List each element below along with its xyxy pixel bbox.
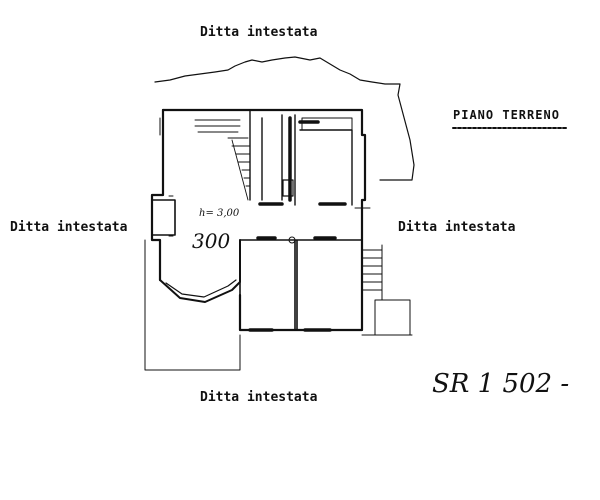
height-note: h= 3,00: [199, 208, 240, 219]
outer-wall-left: [150, 108, 165, 282]
right-boundary: [361, 299, 413, 336]
partition-2: [249, 109, 353, 206]
plan-title: PIANO TERRENO: [453, 108, 560, 122]
partition-1: [239, 239, 363, 331]
window-marks: [159, 117, 371, 237]
kitchen-fixture: [301, 117, 353, 131]
terrain-line: [154, 56, 415, 181]
chimney: [282, 179, 294, 197]
label-top: Ditta intestata: [200, 25, 318, 40]
sheet-code: SR 1 502 -: [432, 369, 569, 399]
column-mark: [288, 236, 296, 244]
label-bottom: Ditta intestata: [200, 390, 318, 405]
right-steps: [361, 244, 383, 301]
angled-bay-inner: [165, 279, 237, 298]
thick-segments: [248, 116, 347, 332]
label-right: Ditta intestata: [398, 220, 516, 235]
height-value: 300: [192, 229, 230, 253]
outer-wall: [161, 108, 367, 332]
garden-boundary: [144, 239, 241, 371]
label-left: Ditta intestata: [10, 220, 128, 235]
stairs: [194, 119, 251, 201]
left-bay: [151, 199, 176, 236]
